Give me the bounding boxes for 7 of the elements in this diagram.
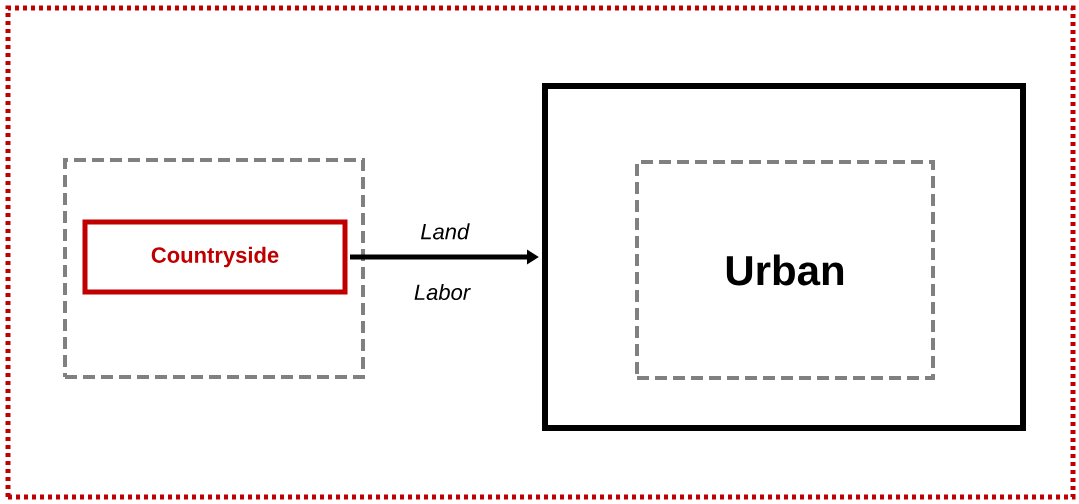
process-box: Countryside — [82, 219, 348, 295]
dashed-box — [63, 158, 365, 379]
flow-label: Labor — [414, 283, 471, 301]
dashed-box: Urban — [635, 160, 935, 380]
outer-box — [542, 83, 1026, 431]
frame-border — [5, 5, 1076, 500]
edge-label: Land — [420, 223, 470, 240]
